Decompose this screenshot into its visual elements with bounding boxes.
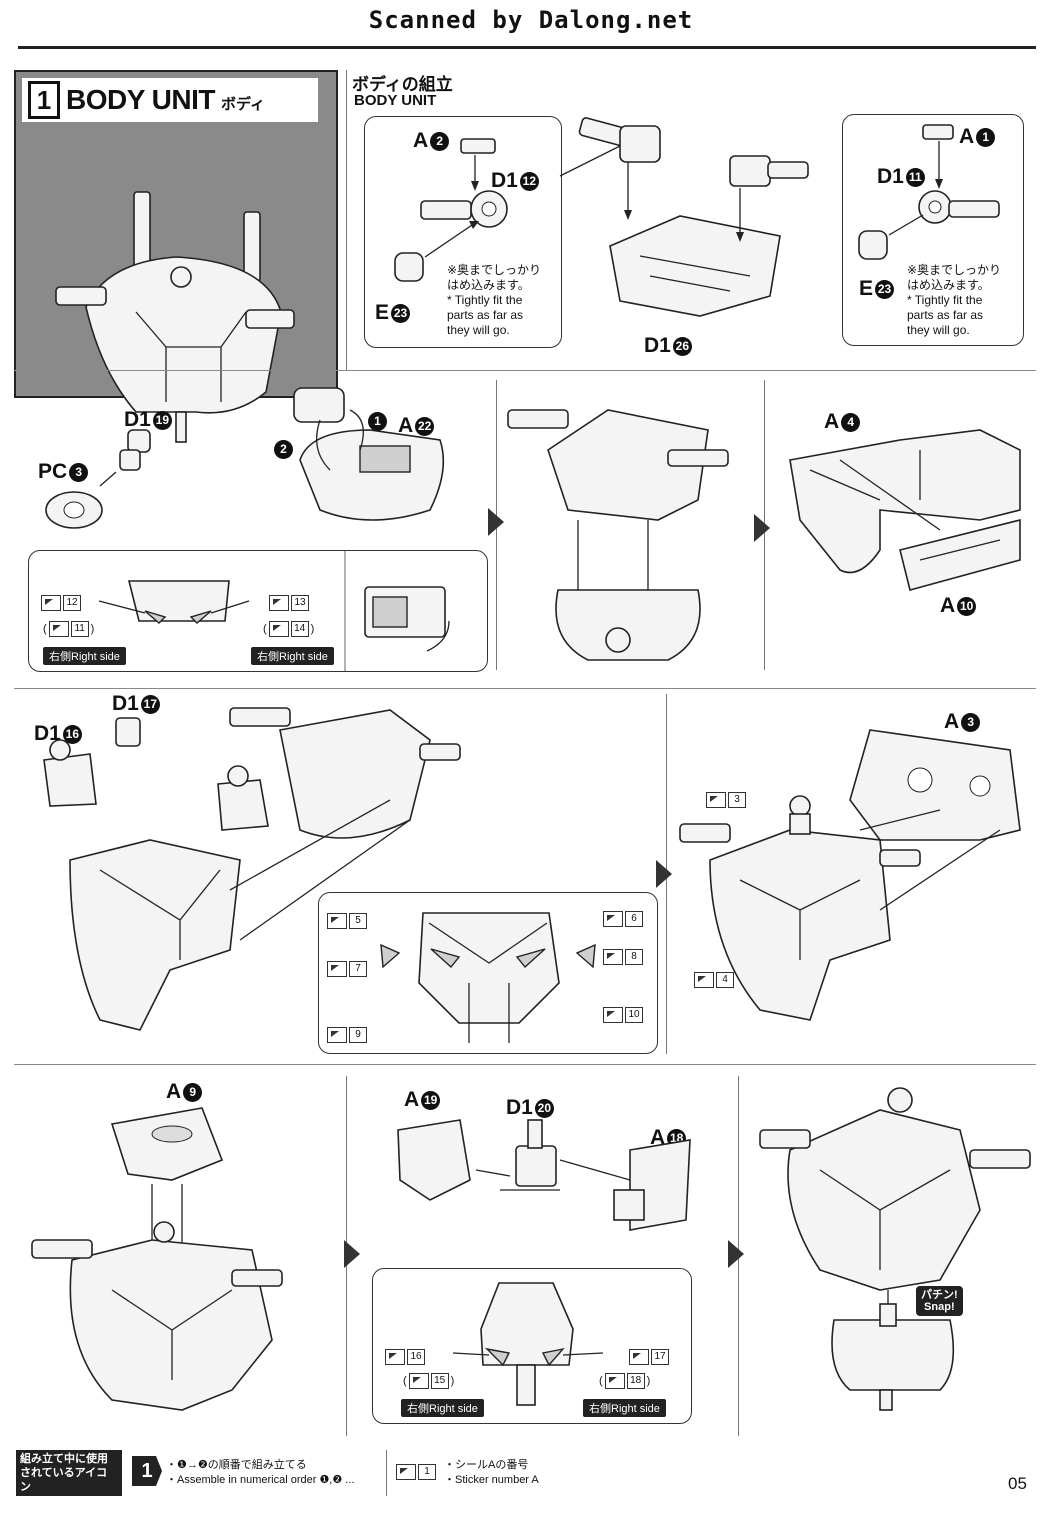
poly-cap-drawing xyxy=(45,429,151,529)
step-title: BODY UNIT xyxy=(66,84,216,115)
body-assembly-drawing-r2 xyxy=(507,409,729,661)
legend-order-icon: 1 xyxy=(132,1456,162,1486)
right-side-label-left: 右側Right side xyxy=(43,647,126,665)
step-arrow-r4b xyxy=(728,1240,744,1268)
arm-joint-parts-drawing xyxy=(394,138,508,282)
body-back-assembly-drawing-r3 xyxy=(679,729,1021,1021)
scan-banner: Scanned by Dalong.net xyxy=(368,6,694,34)
snap-badge: パチン!Snap! xyxy=(916,1286,963,1316)
sub-panel-waist-stickers: 12 (11) 右側Right side 13 (14) 右側Right sid… xyxy=(28,550,488,672)
right-side-label-right: 右側Right side xyxy=(251,647,334,665)
sticker-15: (15) xyxy=(403,1373,455,1389)
sticker-3: 3 xyxy=(706,792,746,808)
right-side-label-r4-left: 右側Right side xyxy=(401,1399,484,1417)
legend-order-text: ・❶→❷の順番で組み立てる・Assemble in numerical orde… xyxy=(166,1459,355,1486)
legend-divider xyxy=(386,1450,387,1496)
sticker-8: 8 xyxy=(603,949,643,965)
arm-joint-parts-drawing-right xyxy=(858,124,1000,260)
chest-sticker-drawing xyxy=(380,912,596,1043)
step-arrow-r3 xyxy=(656,860,672,888)
order-marker-1: 1 xyxy=(366,412,387,431)
sticker-7: 7 xyxy=(327,961,367,977)
divider-row1 xyxy=(14,370,1036,371)
legend-title-box: 組み立て中に使用 されているアイコン Symbols used in instr… xyxy=(16,1450,122,1519)
sticker-10: 10 xyxy=(603,1007,643,1023)
sticker-9: 9 xyxy=(327,1027,367,1043)
order-marker-2: 2 xyxy=(272,440,293,459)
legend-sticker-text: ・シールAの番号・Sticker number A xyxy=(444,1459,539,1486)
sticker-18: (18) xyxy=(599,1373,651,1389)
page-number: 05 xyxy=(1008,1474,1027,1493)
sticker-4: 4 xyxy=(694,972,734,988)
waist-core-sticker-drawing xyxy=(452,1282,604,1406)
sticker-17: 17 xyxy=(629,1349,669,1365)
sticker-16: 16 xyxy=(385,1349,425,1365)
step-arrow-r2b xyxy=(754,514,770,542)
top-rule xyxy=(18,46,1036,49)
sub-panel-chest-stickers: 5 7 9 6 8 10 xyxy=(318,892,658,1054)
sticker-12: 12 xyxy=(41,595,81,611)
body-unit-preview-image xyxy=(55,191,295,443)
chest-assembly-drawing-r3 xyxy=(43,707,461,1031)
body-frame-drawing-row1 xyxy=(559,117,809,317)
section-title-jp: ボディの組立 xyxy=(352,75,453,94)
step-arrow-r2a xyxy=(488,508,504,536)
step-number: 1 xyxy=(28,81,60,119)
sticker-5: 5 xyxy=(327,913,367,929)
sticker-6: 6 xyxy=(603,911,643,927)
sticker-11: (11) xyxy=(43,621,95,637)
waist-block-drawing xyxy=(293,387,445,521)
divider-row3 xyxy=(14,1064,1036,1065)
completed-body-unit-drawing xyxy=(759,1087,1031,1411)
sticker-14: (14) xyxy=(263,621,315,637)
divider-vertical xyxy=(346,70,347,370)
right-side-label-r4-right: 右側Right side xyxy=(583,1399,666,1417)
waist-core-parts-drawing xyxy=(397,1119,691,1231)
chest-frame-drawing-r2 xyxy=(789,429,1021,591)
section-title-en: BODY UNIT xyxy=(354,92,437,109)
legend-sticker-icon: 1 xyxy=(396,1464,436,1480)
step-header-panel: 1 BODY UNIT ボディ xyxy=(14,70,338,443)
step-title-bar: 1 BODY UNIT ボディ xyxy=(22,78,318,122)
cockpit-hatch-assembly-drawing xyxy=(31,1107,283,1411)
sticker-13: 13 xyxy=(269,595,309,611)
step-arrow-r4a xyxy=(344,1240,360,1268)
waist-sticker-drawing xyxy=(98,551,450,671)
sub-panel-waist-core-stickers: 16 (15) 右側Right side 17 (18) 右側Right sid… xyxy=(372,1268,692,1424)
step-title-jp: ボディ xyxy=(221,95,265,113)
divider-row2 xyxy=(14,688,1036,689)
